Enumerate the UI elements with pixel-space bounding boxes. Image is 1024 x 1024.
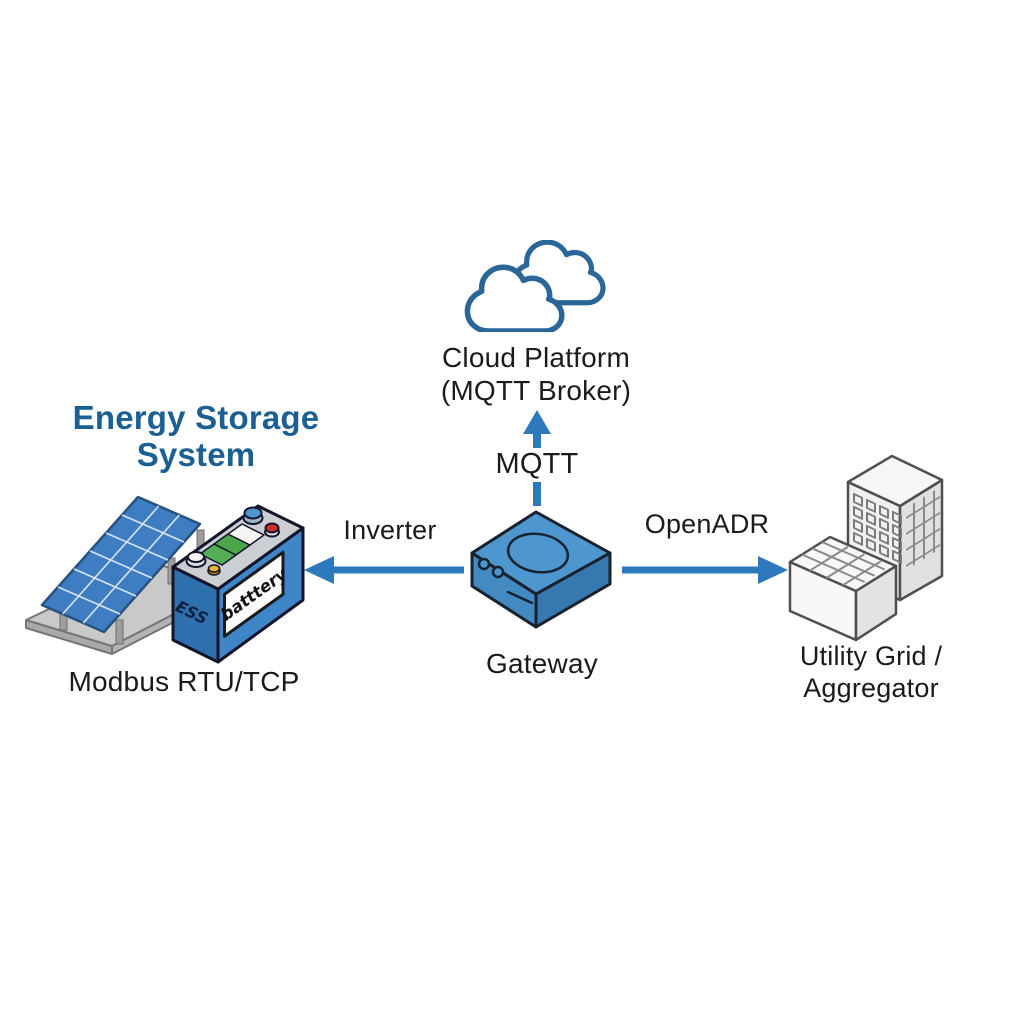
gateway-top-ring bbox=[506, 532, 570, 574]
inverter-arrowhead bbox=[304, 556, 334, 584]
utility-label-line1: Utility Grid / bbox=[799, 641, 943, 671]
small-building bbox=[788, 535, 898, 642]
ess-title-line2: System bbox=[136, 435, 256, 473]
mqtt-arrowhead bbox=[523, 410, 551, 434]
mqtt-arrow-dash bbox=[533, 482, 541, 506]
battery-name-plate bbox=[223, 550, 285, 638]
utility-label-line2: Aggregator bbox=[803, 672, 939, 703]
gateway-icon bbox=[470, 510, 612, 629]
battery-terminal-red bbox=[264, 522, 280, 534]
battery-icon: batttery ESS bbox=[171, 504, 305, 664]
battery-terminals bbox=[185, 506, 280, 576]
cloud-label: Cloud Platform (MQTT Broker) bbox=[410, 341, 662, 407]
openadr-edge-label: OpenADR bbox=[644, 509, 770, 539]
ess-illustration: batttery ESS bbox=[25, 495, 305, 664]
gateway-top-face bbox=[470, 510, 612, 596]
mqtt-arrow-shaft bbox=[533, 434, 541, 448]
gateway-port-1 bbox=[477, 557, 491, 571]
ess-title-line1: Energy Storage bbox=[72, 399, 320, 436]
mqtt-arrow-icon bbox=[523, 410, 551, 506]
openadr-arrow-icon bbox=[622, 556, 788, 584]
cloud-front-shape bbox=[464, 264, 565, 332]
gateway-vent-line bbox=[506, 590, 534, 605]
battery-terminal-blue bbox=[243, 506, 263, 520]
gateway-port-2 bbox=[491, 565, 505, 579]
utility-buildings-icon bbox=[788, 454, 944, 642]
cloud-icon bbox=[464, 240, 606, 332]
inverter-edge-label: Inverter bbox=[343, 515, 437, 545]
battery-charge-indicator bbox=[199, 523, 265, 566]
modbus-protocol-label: Modbus RTU/TCP bbox=[68, 666, 300, 697]
gateway-label: Gateway bbox=[486, 648, 598, 679]
ess-title: Energy Storage System bbox=[66, 399, 326, 474]
mqtt-edge-label: MQTT bbox=[495, 448, 579, 480]
solar-panel-icon bbox=[40, 495, 202, 634]
utility-label: Utility Grid / Aggregator bbox=[771, 641, 971, 705]
cloud-label-line1: Cloud Platform bbox=[442, 342, 630, 373]
openadr-arrowhead bbox=[758, 556, 788, 584]
inverter-arrow-icon bbox=[304, 556, 464, 584]
cloud-label-line2: (MQTT Broker) bbox=[440, 375, 632, 407]
